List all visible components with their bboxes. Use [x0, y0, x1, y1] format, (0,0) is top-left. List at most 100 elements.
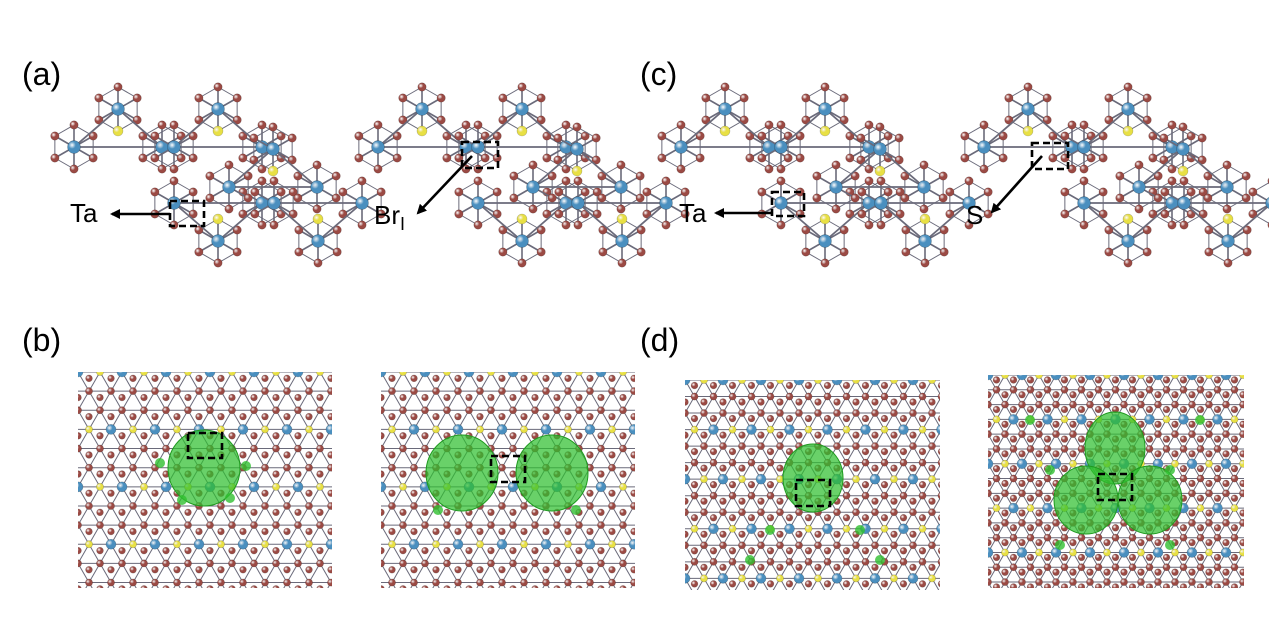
- s-atom: [575, 598, 582, 605]
- br-atom: [349, 349, 356, 356]
- br-atom: [257, 176, 267, 186]
- br-atom: [729, 591, 736, 598]
- s-atom: [1022, 125, 1034, 137]
- br-atom: [909, 431, 917, 439]
- bond: [479, 563, 492, 583]
- br-atom: [361, 394, 368, 401]
- bond: [534, 372, 547, 392]
- bond: [1106, 375, 1107, 376]
- bond: [228, 148, 274, 188]
- br-atom: [861, 547, 870, 555]
- bond: [942, 529, 952, 546]
- bond: [666, 479, 676, 496]
- br-atom: [349, 502, 356, 509]
- br-atom: [685, 464, 689, 472]
- br-atom: [824, 360, 831, 367]
- bond: [165, 390, 178, 411]
- bond: [143, 390, 156, 411]
- br-atom: [804, 392, 813, 401]
- bond: [761, 380, 762, 381]
- br-atom: [129, 527, 137, 536]
- bond: [110, 448, 123, 468]
- br-atom: [542, 374, 550, 383]
- br-atom: [664, 471, 671, 478]
- br-atom: [939, 225, 949, 235]
- br-atom: [619, 559, 627, 568]
- br-atom: [957, 580, 964, 587]
- br-atom: [608, 374, 616, 383]
- br-atom: [757, 131, 767, 141]
- br-atom: [86, 605, 93, 612]
- br-atom: [895, 209, 905, 219]
- br-atom: [661, 220, 671, 230]
- br-atom: [1048, 153, 1058, 163]
- br-atom: [1042, 115, 1052, 125]
- br-atom: [861, 514, 870, 522]
- br-atom: [316, 432, 324, 440]
- bond: [231, 563, 244, 583]
- bond: [402, 467, 415, 488]
- br-atom: [249, 133, 259, 143]
- ta-atom: [640, 482, 650, 492]
- br-atom: [332, 247, 342, 257]
- br-atom: [891, 366, 898, 373]
- br-atom: [206, 393, 214, 402]
- br-atom: [421, 559, 429, 568]
- bond: [264, 524, 277, 545]
- br-atom: [454, 566, 462, 574]
- br-atom: [630, 349, 637, 356]
- br-atom: [766, 547, 775, 555]
- br-atom: [653, 452, 660, 459]
- br-atom: [672, 492, 679, 499]
- br-atom: [107, 451, 115, 459]
- ta-atom: [671, 425, 681, 435]
- bond: [1242, 460, 1244, 464]
- br-atom: [272, 559, 280, 568]
- br-atom: [361, 547, 368, 554]
- br-atom: [695, 131, 705, 141]
- ta-atom: [248, 481, 260, 493]
- bond: [520, 582, 525, 588]
- s-atom: [575, 372, 583, 376]
- br-atom: [890, 497, 898, 505]
- br-atom: [967, 531, 974, 538]
- br-atom: [690, 547, 699, 555]
- br-atom: [719, 409, 727, 417]
- br-atom: [1115, 193, 1125, 203]
- br-atom: [757, 530, 765, 538]
- br-atom: [700, 541, 708, 550]
- bond: [320, 602, 331, 621]
- bond: [600, 505, 613, 526]
- br-atom: [305, 451, 313, 459]
- bond: [78, 562, 79, 564]
- bond: [578, 372, 579, 373]
- bond: [971, 464, 980, 479]
- br-atom: [597, 444, 605, 453]
- ta-atom: [614, 180, 628, 194]
- bond: [359, 429, 370, 448]
- bond: [209, 524, 222, 545]
- bond: [633, 388, 635, 392]
- ta-atom: [977, 140, 991, 154]
- br-atom: [967, 597, 974, 604]
- br-atom: [367, 413, 374, 420]
- bond: [381, 448, 382, 450]
- br-atom: [1079, 176, 1089, 186]
- bond: [144, 602, 155, 621]
- bond: [129, 582, 134, 588]
- bond: [512, 429, 525, 449]
- s-atom: [957, 525, 964, 532]
- bond: [45, 602, 56, 621]
- bond: [198, 505, 211, 526]
- bond: [330, 582, 332, 586]
- s-atom: [443, 598, 450, 605]
- bond: [611, 390, 624, 411]
- bond: [780, 202, 826, 242]
- br-atom: [861, 580, 870, 588]
- bond: [424, 563, 437, 583]
- bond: [111, 602, 122, 621]
- bond: [253, 372, 254, 373]
- br-atom: [78, 406, 82, 415]
- bond: [381, 563, 393, 583]
- bond: [297, 429, 310, 449]
